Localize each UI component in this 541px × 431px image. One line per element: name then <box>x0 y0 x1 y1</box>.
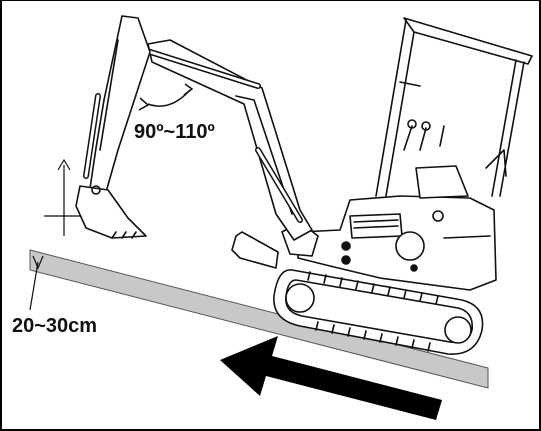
height-measurement <box>29 158 80 311</box>
direction-arrow-icon <box>220 336 442 420</box>
bucket-height-label: 20~30cm <box>12 315 97 337</box>
excavator-icon <box>75 15 533 355</box>
boom-angle-label: 90º~110º <box>134 121 215 143</box>
angle-arc <box>138 83 194 111</box>
